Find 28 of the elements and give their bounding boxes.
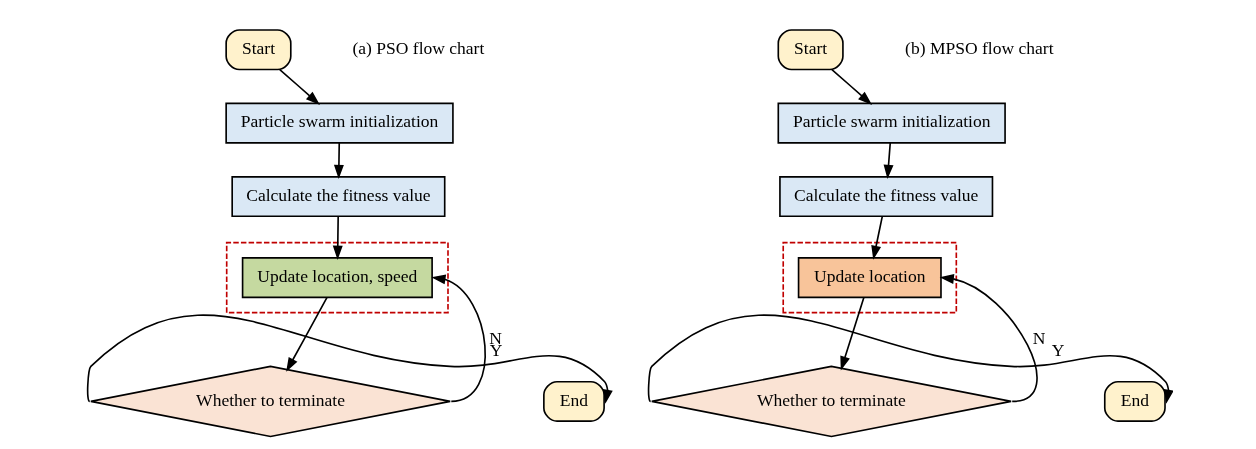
- arrow: [333, 142, 344, 180]
- edge-label: N: [1032, 328, 1046, 349]
- arrow: [883, 142, 894, 180]
- node-box: Start: [225, 29, 292, 71]
- node-box: Update location: [797, 257, 942, 299]
- node-diamond: Whether to terminate: [90, 365, 451, 438]
- label: (a) PSO flow chart: [352, 37, 485, 58]
- node-box: Particle swarm initialization: [225, 102, 454, 144]
- arrow: [86, 314, 613, 404]
- node-box: Start: [777, 29, 844, 71]
- arrow: [939, 273, 1038, 403]
- arrow: [278, 68, 320, 105]
- node-box: Calculate the fitness value: [231, 176, 446, 218]
- edge-label: Y: [1051, 340, 1065, 361]
- node-box: Update location, speed: [241, 257, 433, 299]
- node-box: End: [543, 380, 605, 422]
- arrow: [332, 215, 343, 260]
- arrow: [831, 68, 873, 105]
- arrow: [647, 314, 1173, 404]
- node-box: Calculate the fitness value: [779, 176, 994, 218]
- node-box: Particle swarm initialization: [777, 102, 1006, 144]
- arrow: [286, 296, 328, 372]
- arrow: [431, 274, 486, 403]
- arrow: [871, 215, 884, 260]
- label: (b) MPSO flow chart: [905, 37, 1054, 58]
- node-box: End: [1103, 380, 1166, 422]
- node-diamond: Whether to terminate: [650, 365, 1012, 438]
- arrow: [840, 296, 865, 371]
